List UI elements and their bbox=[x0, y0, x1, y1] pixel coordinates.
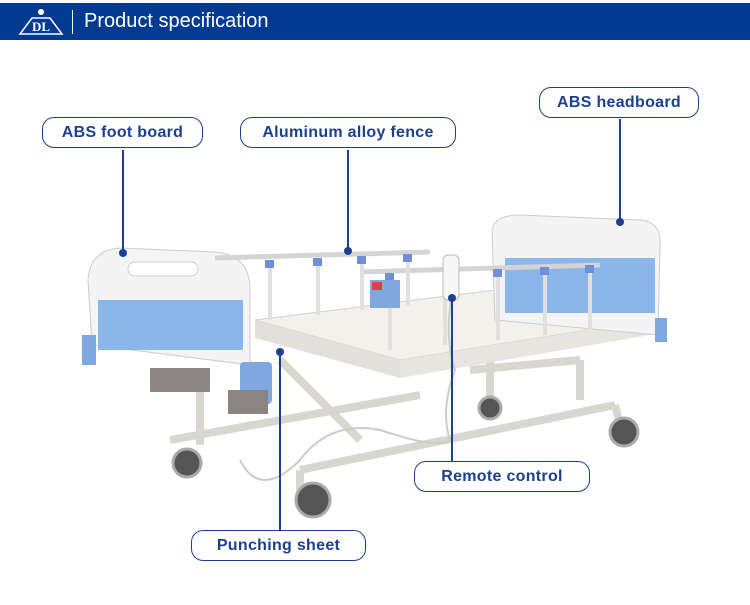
foot-board-leader-line bbox=[122, 150, 124, 252]
remote-leader-line bbox=[451, 298, 453, 461]
callout-remote-control: Remote control bbox=[414, 461, 590, 492]
foot-board-marker bbox=[119, 249, 127, 257]
callout-aluminum-alloy-fence: Aluminum alloy fence bbox=[240, 117, 456, 148]
header-separator bbox=[72, 10, 73, 34]
callout-abs-headboard: ABS headboard bbox=[539, 87, 699, 118]
headboard-leader-line bbox=[619, 119, 621, 221]
callout-abs-foot-board: ABS foot board bbox=[42, 117, 203, 148]
header-bar: DL Product specification bbox=[0, 3, 750, 40]
remote-marker bbox=[448, 294, 456, 302]
svg-text:DL: DL bbox=[32, 19, 50, 34]
page-title: Product specification bbox=[84, 10, 269, 32]
headboard-marker bbox=[616, 218, 624, 226]
sheet-leader-line bbox=[279, 352, 281, 530]
callout-punching-sheet: Punching sheet bbox=[191, 530, 366, 561]
company-logo: DL bbox=[18, 9, 64, 35]
sheet-marker bbox=[276, 348, 284, 356]
fence-marker bbox=[344, 247, 352, 255]
fence-leader-line bbox=[347, 150, 349, 250]
